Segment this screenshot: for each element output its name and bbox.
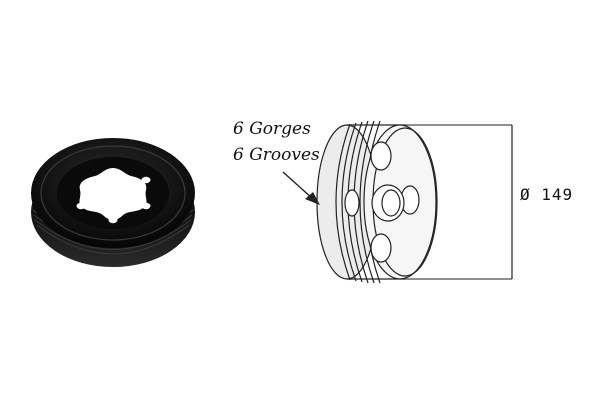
pulley-drawing bbox=[316, 120, 513, 284]
pulley-photo-center-bore bbox=[79, 168, 147, 220]
pulley-photo-bolt-hole bbox=[108, 216, 118, 224]
pulley-drawing-hub-inner bbox=[381, 189, 401, 217]
grooves-leader-arrow bbox=[282, 171, 320, 205]
pulley-drawing-groove bbox=[341, 122, 357, 282]
pulley-photo-bolt-hole bbox=[76, 202, 86, 210]
pulley-drawing-hole bbox=[370, 233, 392, 263]
diameter-label: Ø 149 bbox=[520, 185, 574, 204]
pulley-drawing-groove bbox=[335, 123, 351, 281]
pulley-drawing-hole bbox=[344, 189, 360, 217]
pulley-photo-bolt-hole bbox=[141, 202, 151, 210]
pulley-photo bbox=[31, 138, 195, 267]
pulley-photo-bolt-hole bbox=[141, 176, 151, 184]
grooves-label-fr: 6 Gorges bbox=[233, 119, 311, 139]
pulley-drawing-hole bbox=[370, 141, 392, 171]
pulley-drawing-groove bbox=[359, 120, 375, 284]
pulley-photo-face-ring bbox=[40, 145, 186, 241]
grooves-label-en: 6 Grooves bbox=[233, 145, 320, 165]
